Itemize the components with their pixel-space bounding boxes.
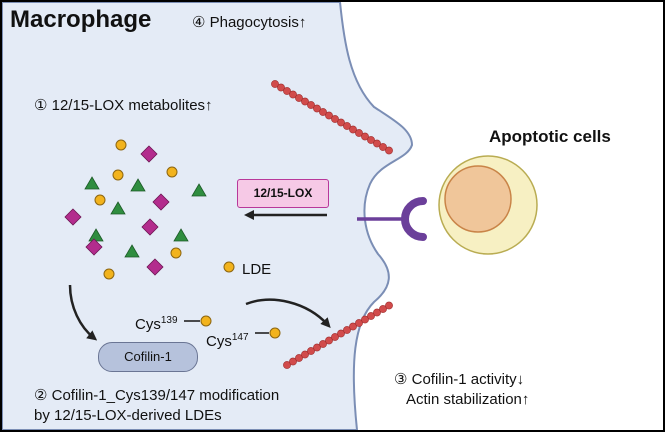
step1-lox-metabolites-label: ① 12/15-LOX metabolites↑ — [34, 97, 213, 114]
macrophage-cell — [2, 2, 414, 430]
diamond-metabolite-cluster — [64, 145, 170, 276]
apoptotic-cells-label: Apoptotic cells — [489, 127, 611, 146]
cys139-lde-dot — [200, 315, 212, 327]
step2-line2: by 12/15-LOX-derived LDEs — [34, 407, 222, 424]
step3-line2: Actin stabilization↑ — [406, 391, 530, 408]
curved-arrow-icon-left — [68, 284, 98, 341]
step3-caption: ③ Cofilin-1 activity↓ Actin stabilizatio… — [394, 370, 529, 410]
lde-legend-label: LDE — [242, 261, 272, 278]
step2-line1: ② Cofilin-1_Cys139/147 modification — [34, 387, 280, 404]
cofilin-protein: Cofilin-1 — [98, 342, 198, 372]
actin-filament-top — [271, 80, 393, 155]
step3-line1: ③ Cofilin-1 activity↓ — [394, 371, 525, 388]
apoptotic-cell — [438, 155, 538, 255]
macrophage-title: Macrophage — [10, 6, 152, 33]
cys147-label: Cys147 — [206, 332, 249, 350]
cys139-base: Cys — [135, 316, 161, 333]
lde-legend-dot — [223, 261, 235, 273]
actin-filament-bottom — [283, 301, 393, 369]
step4-phagocytosis-label: ④ Phagocytosis↑ — [192, 14, 307, 31]
cys139-sup: 139 — [160, 315, 178, 326]
cys147-lde-dot — [269, 327, 281, 339]
cys147-sup: 147 — [231, 332, 249, 343]
lde-dot-cluster — [94, 139, 281, 339]
cys147-base: Cys — [206, 333, 232, 350]
cys139-label: Cys139 — [135, 315, 178, 333]
apoptotic-nucleus — [444, 165, 512, 233]
step2-caption: ② Cofilin-1_Cys139/147 modification by 1… — [34, 386, 279, 426]
receptor-icon — [357, 197, 427, 241]
curved-arrow-icon-right — [245, 298, 331, 328]
lox-enzyme-box: 12/15-LOX — [237, 179, 329, 208]
